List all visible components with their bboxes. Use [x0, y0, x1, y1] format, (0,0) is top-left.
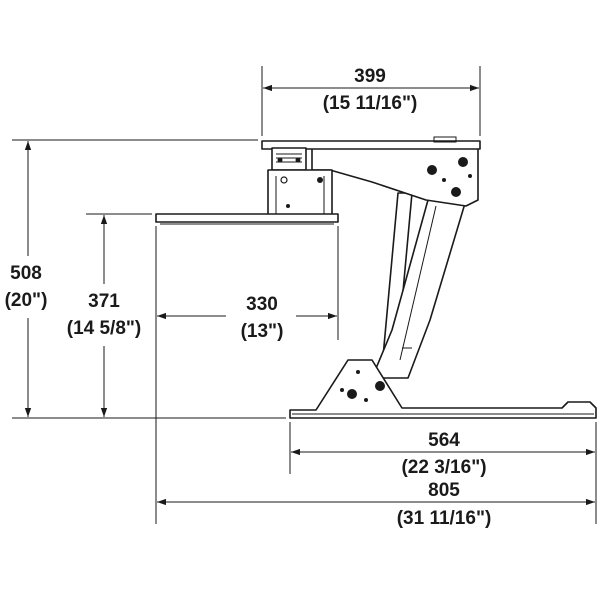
base-pivot-hole [347, 389, 357, 399]
dimension-labels: 399 (15 11/16") 508 (20") 371 (14 5/8") … [5, 66, 492, 529]
dim-platform-reach-mm: 330 [246, 294, 278, 315]
dim-base-length-inch: (22 3/16") [401, 457, 486, 478]
mount-bracket-hole [317, 177, 323, 183]
base-pivot-hole [375, 381, 385, 391]
keyboard-platform [155, 213, 339, 223]
dim-platform-height-mm: 371 [88, 291, 120, 312]
mechanism-illustration [155, 136, 597, 419]
base-small-hole [356, 370, 360, 374]
dim-platform-height-inch: (14 5/8") [67, 318, 142, 339]
dim-top-width-inch: (15 11/16") [323, 93, 418, 114]
base-small-hole [340, 388, 344, 392]
dim-top-width-mm: 399 [354, 66, 386, 87]
front-arm [371, 199, 467, 379]
mount-bracket [267, 169, 333, 219]
top-bracket [311, 147, 479, 207]
top-bracket-hole [427, 165, 437, 175]
top-bracket-hole [458, 157, 468, 167]
top-plate [261, 140, 481, 150]
dim-total-height-inch: (20") [5, 290, 48, 311]
dim-overall-length-mm: 805 [428, 480, 460, 501]
base-plate [289, 359, 597, 419]
top-bracket-small-hole [468, 174, 472, 178]
dimension-lines [24, 84, 595, 506]
base-small-hole [364, 398, 368, 402]
dim-overall-length-inch: (31 11/16") [397, 508, 492, 529]
extension-lines [12, 66, 597, 524]
top-bracket-small-hole [442, 178, 446, 182]
swivel-hub [271, 147, 307, 171]
mount-bracket-hole [286, 204, 290, 208]
dim-total-height-mm: 508 [10, 263, 42, 284]
top-bracket-hole [451, 187, 461, 197]
dim-platform-reach-inch: (13") [241, 321, 284, 342]
dim-base-length-mm: 564 [428, 430, 460, 451]
mount-bracket-hole [280, 176, 288, 184]
